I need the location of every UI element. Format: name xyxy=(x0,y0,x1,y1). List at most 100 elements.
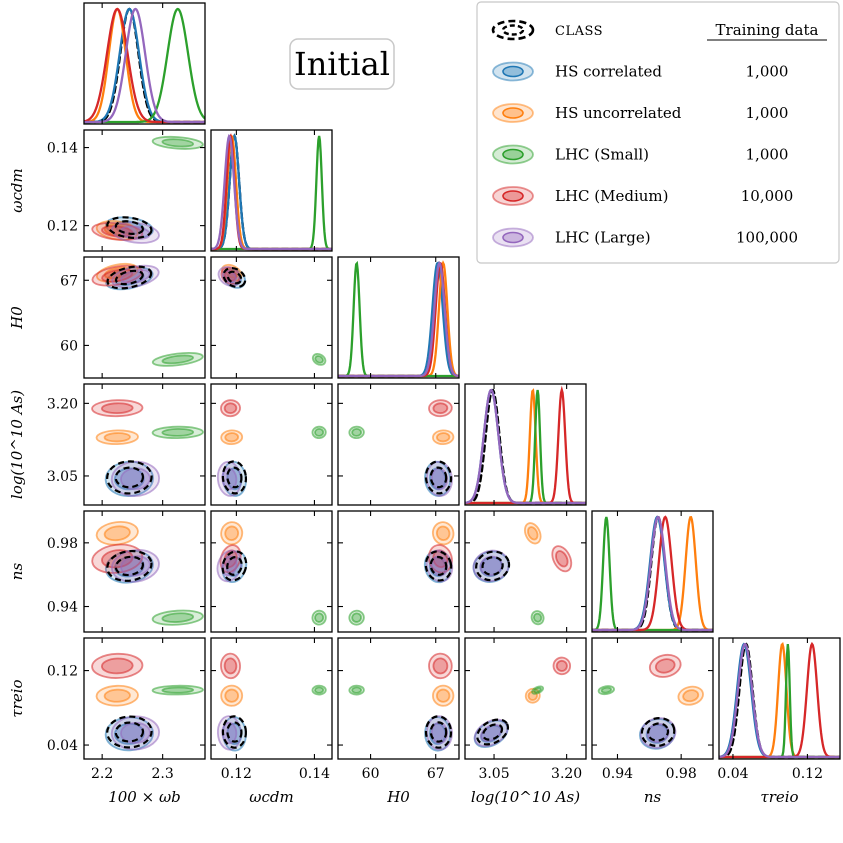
legend-swatch-outer xyxy=(492,227,534,248)
contour-4-level-1 xyxy=(432,657,449,675)
legend-label: LHC (Large) xyxy=(555,229,651,247)
xaxis-label-1: ωcdm xyxy=(249,788,293,806)
marginal-curve-0 xyxy=(84,7,205,124)
annotation-label: Initial xyxy=(294,45,390,83)
panel-1-2 xyxy=(210,256,333,379)
contour-0-level-1 xyxy=(482,723,504,741)
panel-frame xyxy=(83,2,206,125)
marginal-curve-2 xyxy=(338,260,459,378)
panel-content xyxy=(348,521,455,626)
legend-swatch-inner xyxy=(502,190,524,202)
panel-frame xyxy=(591,637,714,760)
marginal-curve-2 xyxy=(84,7,205,124)
panel-content xyxy=(216,399,327,497)
panel-frame xyxy=(464,637,587,760)
panel-content xyxy=(91,521,204,626)
xtick-label: 0.12 xyxy=(221,766,252,782)
panel-2-2 xyxy=(337,256,460,379)
panel-4-4 xyxy=(591,510,714,633)
marginal-curve-3 xyxy=(84,7,205,124)
panel-1-5 xyxy=(210,637,333,760)
legend-training-value: 100,000 xyxy=(736,229,798,247)
yaxis-label-4: ns xyxy=(8,563,26,581)
contour-2-level-1 xyxy=(103,432,131,443)
yaxis-label-3: log(10^10 As) xyxy=(8,390,26,499)
contour-2-level-0 xyxy=(220,684,244,707)
contour-2-level-0 xyxy=(220,521,244,546)
panel-frame xyxy=(464,383,587,506)
legend-swatch-outer xyxy=(492,144,534,165)
contour-4-level-0 xyxy=(428,652,453,680)
contour-0-level-0 xyxy=(106,265,153,290)
contour-0-level-0 xyxy=(221,715,248,749)
yaxis-label-2: H0 xyxy=(8,306,26,330)
ytick-label: 60 xyxy=(60,338,78,354)
panel-3-4 xyxy=(464,510,587,633)
annotation-frame xyxy=(289,38,395,90)
contour-2-level-1 xyxy=(435,525,451,542)
panel-frame xyxy=(337,637,460,760)
panel-content xyxy=(216,521,327,626)
contour-4-level-1 xyxy=(555,550,569,568)
xtick-label: 0.98 xyxy=(666,766,697,782)
ytick-label: 0.12 xyxy=(47,219,78,235)
contour-3-level-1 xyxy=(161,686,195,694)
contour-0-level-1 xyxy=(226,466,243,489)
contour-0-level-0 xyxy=(640,716,676,748)
marginal-curve-5 xyxy=(338,260,459,378)
legend-label: HS correlated xyxy=(555,63,662,81)
panel-content xyxy=(84,7,205,124)
contour-0-level-0 xyxy=(106,460,153,495)
annotation-box: Initial xyxy=(289,38,395,90)
legend-training-value: 1,000 xyxy=(746,104,789,122)
contour-2-level-1 xyxy=(224,688,240,703)
panel-5-5 xyxy=(718,637,841,760)
contour-0-level-1 xyxy=(429,466,448,489)
panel-0-1 xyxy=(83,129,206,252)
legend-swatch-outer xyxy=(492,61,534,82)
panel-1-3 xyxy=(210,383,333,506)
contour-3-level-1 xyxy=(314,686,325,694)
contour-0-level-0 xyxy=(106,715,153,749)
legend-swatch-inner xyxy=(502,231,524,244)
panel-content xyxy=(473,656,572,749)
contour-0-level-0 xyxy=(475,550,511,582)
contour-3-level-1 xyxy=(314,612,325,623)
xtick-label: 2.2 xyxy=(91,766,113,782)
panel-frame xyxy=(83,510,206,633)
panel-content xyxy=(597,653,704,750)
panel-frame xyxy=(210,637,333,760)
xaxis-label-0: 100 × ωb xyxy=(108,788,181,806)
xtick-label: 3.20 xyxy=(551,766,582,782)
contour-0-level-0 xyxy=(424,460,453,495)
ytick-label: 0.04 xyxy=(47,738,78,754)
contour-0-level-0 xyxy=(424,715,453,749)
panel-content xyxy=(91,135,204,244)
xtick-label: 0.04 xyxy=(717,766,748,782)
marginal-curve-5 xyxy=(84,7,205,124)
contour-0-level-1 xyxy=(114,721,145,743)
contour-3-level-1 xyxy=(600,686,612,694)
legend-training-value: 1,000 xyxy=(746,146,789,164)
panel-frame xyxy=(83,129,206,252)
marginal-curve-5 xyxy=(465,388,586,505)
panels-layer xyxy=(83,2,841,760)
panel-frame xyxy=(210,383,333,506)
contour-3-level-1 xyxy=(351,612,362,623)
legend-label: LHC (Small) xyxy=(555,146,649,164)
panel-content xyxy=(465,385,586,505)
panel-content xyxy=(211,133,332,251)
contour-4-level-1 xyxy=(223,657,238,675)
contour-2-level-1 xyxy=(103,688,131,703)
panel-1-1 xyxy=(210,129,333,252)
yaxis-label-5: τreio xyxy=(8,679,26,717)
marginal-curve-4 xyxy=(84,7,205,124)
contour-3-level-1 xyxy=(351,427,362,437)
panel-frame xyxy=(591,510,714,633)
contour-2-level-0 xyxy=(95,684,139,707)
xaxis-label-5: τreio xyxy=(760,788,798,806)
panel-1-4 xyxy=(210,510,333,633)
